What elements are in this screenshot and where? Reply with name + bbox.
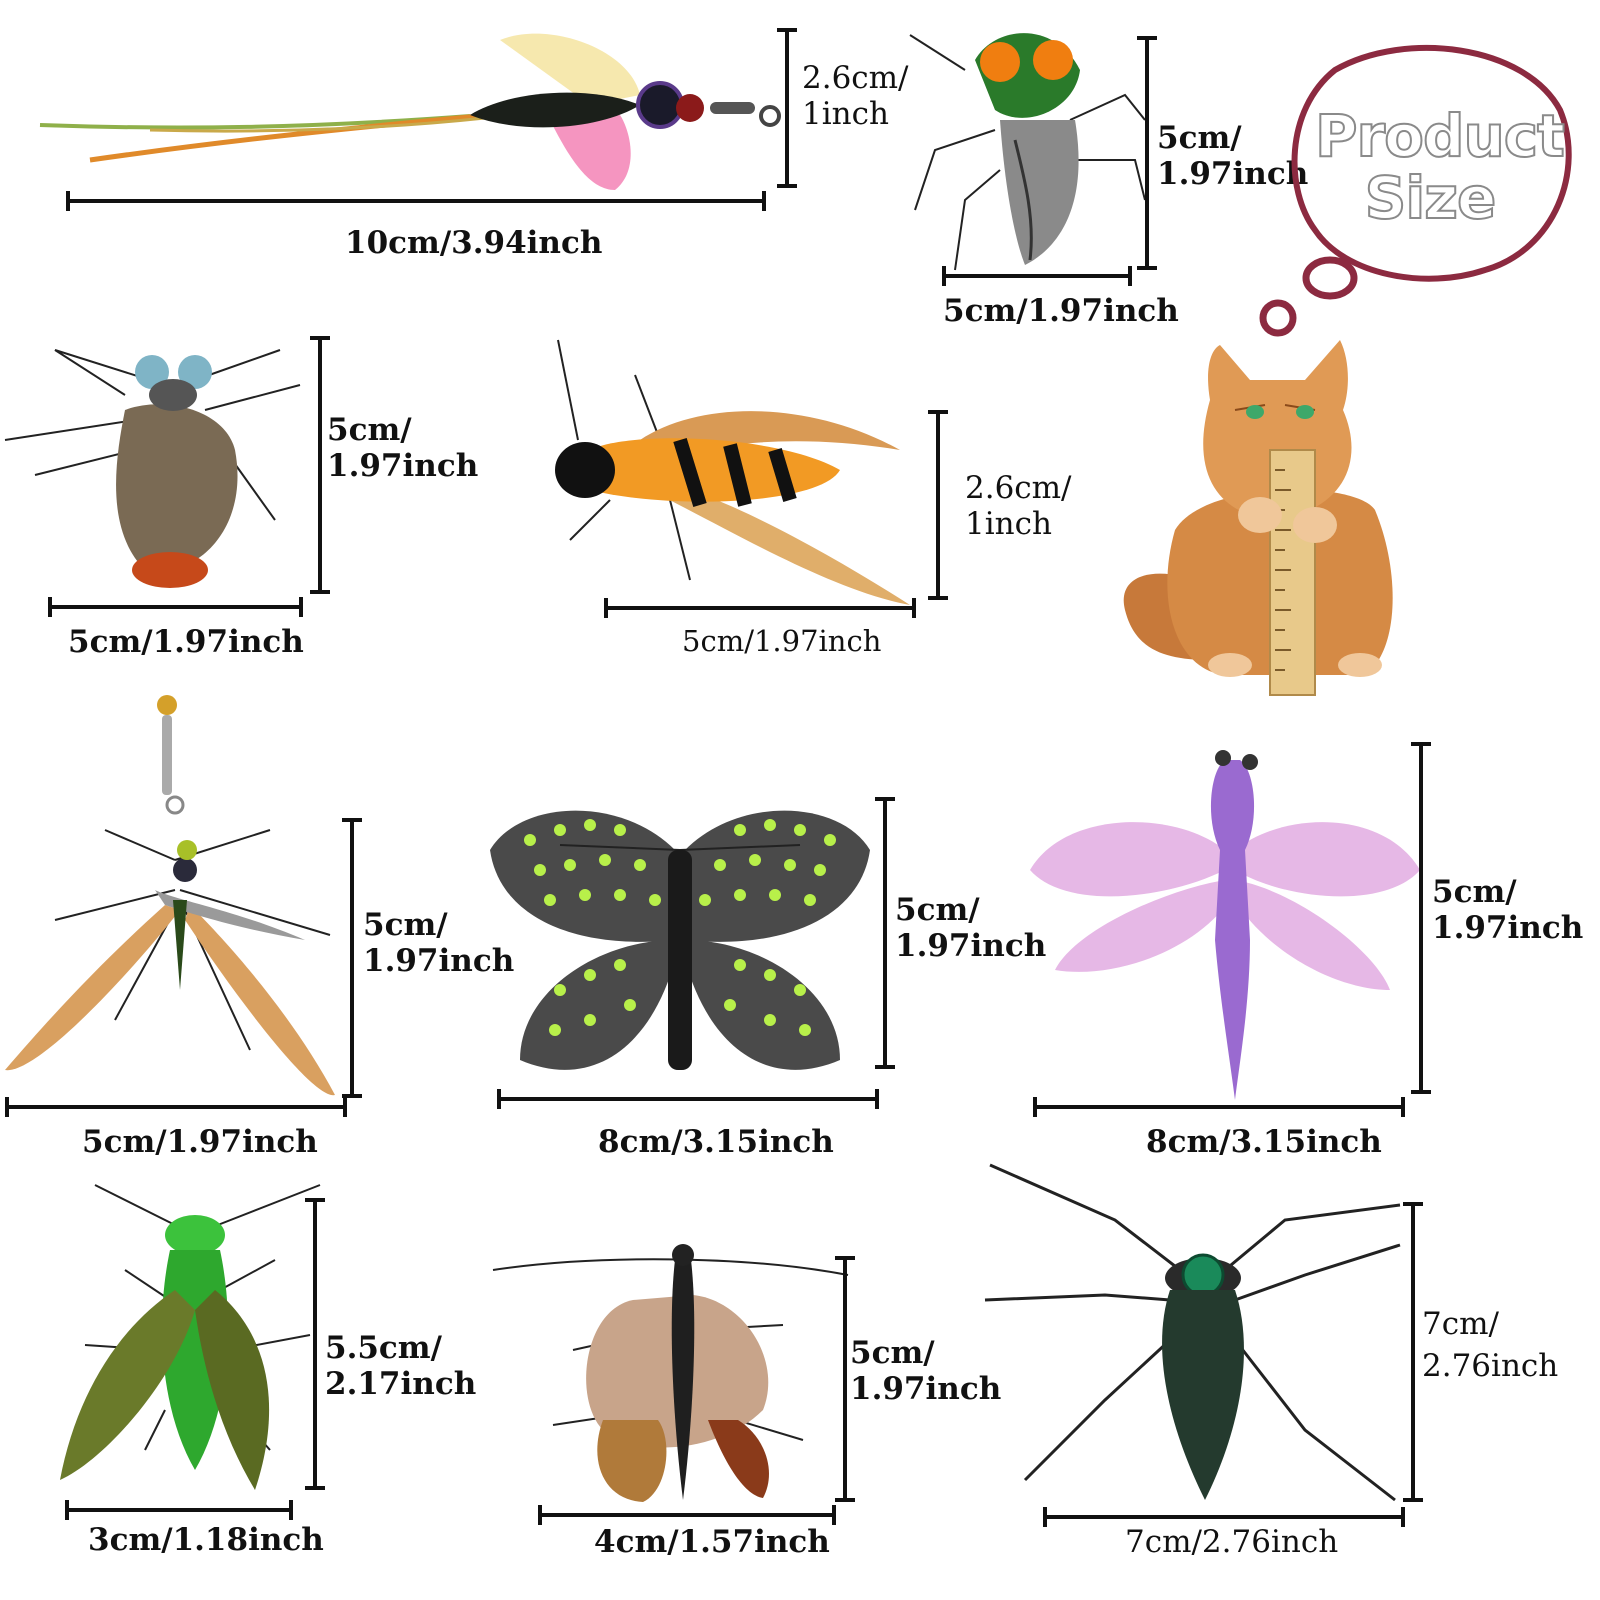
cat-holding-ruler-illustration (1115, 340, 1405, 700)
height-label: 5cm/1.97inch (363, 907, 515, 979)
width-label: 3cm/1.18inch (88, 1522, 324, 1558)
toy-bell-bug (5, 690, 345, 1110)
width-dimension-line (1033, 1097, 1405, 1117)
height-label: 5cm/1.97inch (327, 412, 479, 484)
height-dimension-line (1411, 742, 1431, 1094)
height-label: 2.6cm/1inch (802, 60, 909, 132)
height-dimension-line (342, 818, 362, 1098)
height-label: 2.6cm/1inch (965, 470, 1072, 542)
width-dimension-line (942, 266, 1132, 286)
toy-spotted-butterfly (480, 790, 880, 1090)
toy-purple-dragonfly (1025, 740, 1425, 1110)
height-dimension-line (310, 336, 330, 594)
width-label: 7cm/2.76inch (1125, 1524, 1339, 1560)
width-label: 8cm/3.15inch (598, 1124, 834, 1160)
width-dimension-line (1043, 1507, 1405, 1527)
height-dimension-line (875, 797, 895, 1069)
height-dimension-line (777, 28, 797, 188)
width-label: 5cm/1.97inch (682, 624, 882, 658)
height-label: 5.5cm/2.17inch (325, 1330, 477, 1402)
height-dimension-line (1137, 36, 1157, 270)
width-dimension-line (48, 597, 303, 617)
width-label: 5cm/1.97inch (82, 1124, 318, 1160)
toy-fly-long-tail (30, 10, 790, 200)
width-dimension-line (5, 1097, 347, 1117)
thought-bubble-icon (1255, 40, 1585, 340)
toy-bee (550, 339, 910, 610)
toy-green-head-bug (984, 1160, 1405, 1510)
height-label: 7cm/2.76inch (1422, 1306, 1559, 1384)
height-label: 5cm/1.97inch (895, 892, 1047, 964)
height-dimension-line (928, 410, 948, 600)
height-dimension-line (305, 1198, 325, 1490)
height-dimension-line (835, 1256, 855, 1502)
width-dimension-line (538, 1505, 836, 1525)
width-label: 5cm/1.97inch (943, 293, 1179, 329)
toy-brown-moth (492, 1240, 853, 1510)
width-label: 5cm/1.97inch (68, 624, 304, 660)
width-label: 10cm/3.94inch (345, 225, 603, 261)
toy-blue-eye-mosquito (4, 340, 305, 590)
toy-green-beetle (55, 1180, 325, 1500)
height-dimension-line (1403, 1202, 1423, 1502)
height-label: 5cm/1.97inch (1432, 874, 1584, 946)
toy-orange-eye-fly (905, 20, 1146, 271)
width-dimension-line (65, 1500, 293, 1520)
height-label: 5cm/1.97inch (1157, 120, 1309, 192)
width-dimension-line (497, 1089, 879, 1109)
width-dimension-line (66, 191, 766, 211)
height-label: 5cm/1.97inch (850, 1335, 1002, 1407)
width-label: 8cm/3.15inch (1146, 1124, 1382, 1160)
width-dimension-line (604, 598, 916, 618)
width-label: 4cm/1.57inch (594, 1524, 830, 1560)
